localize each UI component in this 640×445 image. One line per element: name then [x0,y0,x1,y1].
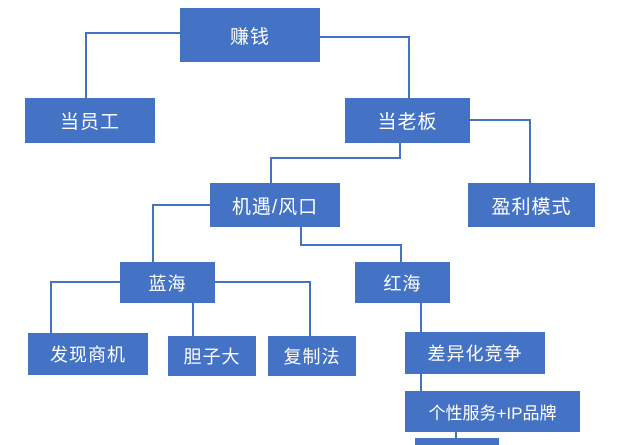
connector-line [300,244,402,246]
connector-line [309,281,311,336]
connector-line [300,227,302,246]
node-label: 盈利模式 [491,196,572,218]
node-profit-model: 盈利模式 [468,183,595,227]
node-boldness: 胆子大 [168,336,256,376]
connector-line [85,32,87,98]
connector-line [399,143,401,159]
node-label: 个性服务+IP品牌 [428,404,557,423]
node-partial-bottom [415,438,499,445]
connector-line [270,157,401,159]
connector-line [50,281,52,333]
connector-line [529,119,531,183]
node-boss: 当老板 [345,98,470,143]
connector-line [470,119,531,121]
node-label: 差异化竞争 [427,344,523,364]
node-make-money: 赚钱 [180,8,320,62]
node-label: 发现商机 [50,345,126,365]
node-label: 当老板 [377,112,438,133]
node-blue-ocean: 蓝海 [120,262,215,303]
node-personal-service-ip-brand: 个性服务+IP品牌 [405,391,580,432]
node-differentiation: 差异化竞争 [405,332,545,374]
connector-line [420,303,422,332]
connector-line [400,244,402,262]
node-label: 机遇/风口 [231,196,319,218]
node-opportunity: 机遇/风口 [210,183,340,227]
connector-line [320,36,410,38]
node-label: 当员工 [59,112,120,133]
connector-line [215,281,311,283]
connector-line [270,157,272,183]
connector-line [192,303,194,336]
connector-line [152,204,210,206]
node-employee: 当员工 [25,98,155,143]
node-label: 红海 [383,273,422,294]
node-label: 蓝海 [148,273,187,294]
connector-line [408,36,410,98]
connector-line [85,32,182,34]
connector-line [152,204,154,262]
node-label: 胆子大 [183,347,241,367]
connector-line [420,374,422,391]
connector-line [455,432,457,438]
node-find-opportunity: 发现商机 [28,333,148,375]
node-copy-method: 复制法 [268,336,356,376]
connector-line [50,281,120,283]
node-label: 复制法 [283,347,341,367]
node-label: 赚钱 [229,26,270,48]
node-red-ocean: 红海 [355,262,450,303]
